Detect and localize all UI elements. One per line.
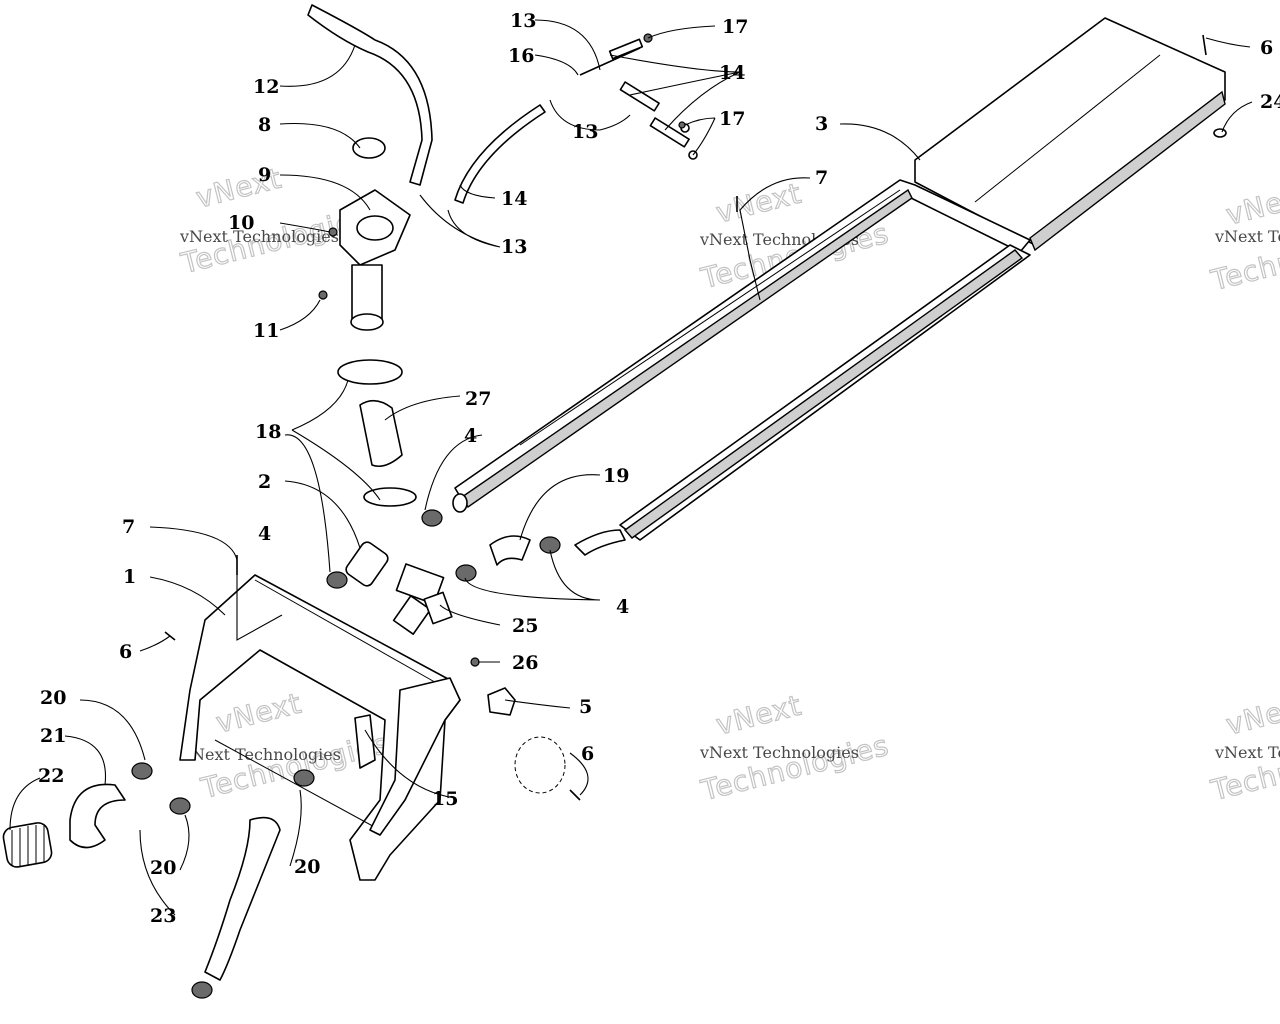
callout-27: 27 [465,388,491,410]
callout-20: 20 [150,857,176,879]
radiator-frame [179,574,461,881]
callout-8: 8 [258,114,271,136]
callout-5: 5 [579,696,592,718]
filler-neck [339,137,411,331]
callout-6: 6 [1260,37,1273,59]
callout-2: 2 [258,471,271,493]
watermark-mid-right: vNext Technologies [1207,688,1280,808]
watermark-small: vNext Technologies [1214,227,1280,246]
callout-10: 10 [228,212,254,234]
callout-16: 16 [508,45,534,67]
watermark-vnext: vNext [213,687,305,740]
callout-4: 4 [258,523,271,545]
callout-25: 25 [512,615,538,637]
watermark-small: vNext Technologies [181,745,341,764]
watermark-mid-center: vNext Technologies [697,688,893,808]
callout-12: 12 [253,76,279,98]
callout-26: 26 [512,652,538,674]
leader-lines [9,19,1253,916]
watermark-small: vNext Technologies [1214,743,1280,762]
watermark-vnext: vNext [1223,179,1280,232]
hose-coupler [345,541,389,587]
callout-4: 4 [464,425,477,447]
watermark-small: vNext Technologies [699,743,859,762]
callout-6: 6 [581,743,594,765]
elbow-hose [489,535,531,566]
callout-13: 13 [510,10,536,32]
radiator-hose-long [204,816,281,981]
callout-13: 13 [572,121,598,143]
watermark-vnext: vNext [713,689,805,742]
hose-spring [2,822,53,868]
callout-1: 1 [123,566,136,588]
watermark-vnext: vNext [1223,689,1280,742]
callout-4: 4 [616,596,629,618]
clamp-ring-lower [363,487,417,507]
watermark-small: vNext Technologies [179,227,339,246]
watermark-technologies: Technologies [697,729,892,808]
callout-17: 17 [719,108,745,130]
callout-14: 14 [719,62,745,84]
callout-6: 6 [119,641,132,663]
callout-3: 3 [815,113,828,135]
heat-exchanger-lower [574,244,1031,556]
callout-19: 19 [603,465,629,487]
mounting-bracket [487,687,516,716]
vent-hose [454,104,546,204]
callout-15: 15 [432,788,458,810]
coolant-hose-short [359,399,403,468]
watermark-technologies: Technologies [1207,729,1280,808]
callout-7: 7 [122,516,135,538]
callout-22: 22 [38,765,64,787]
callout-23: 23 [150,905,176,927]
callout-13: 13 [501,236,527,258]
heat-exchanger-upper [452,17,1226,513]
callout-21: 21 [40,725,66,747]
callout-7: 7 [815,167,828,189]
radiator-bracket-left [354,714,376,769]
mount-plate [514,736,566,794]
callout-9: 9 [258,164,271,186]
callout-24: 24 [1260,91,1280,113]
radiator-hose-elbow [69,783,126,849]
clamp-ring-upper [337,359,403,385]
callout-14: 14 [501,188,527,210]
callout-11: 11 [253,320,279,342]
callout-17: 17 [722,16,748,38]
tee-connector [392,563,453,635]
callout-labels: 1 2 3 4 4 4 5 6 6 6 7 7 8 9 10 11 12 13 … [38,10,1280,927]
watermark-vnext: vNext [713,177,805,230]
hose-clamps [131,509,561,999]
callout-20: 20 [294,856,320,878]
callout-20: 20 [40,687,66,709]
callout-18: 18 [255,421,281,443]
